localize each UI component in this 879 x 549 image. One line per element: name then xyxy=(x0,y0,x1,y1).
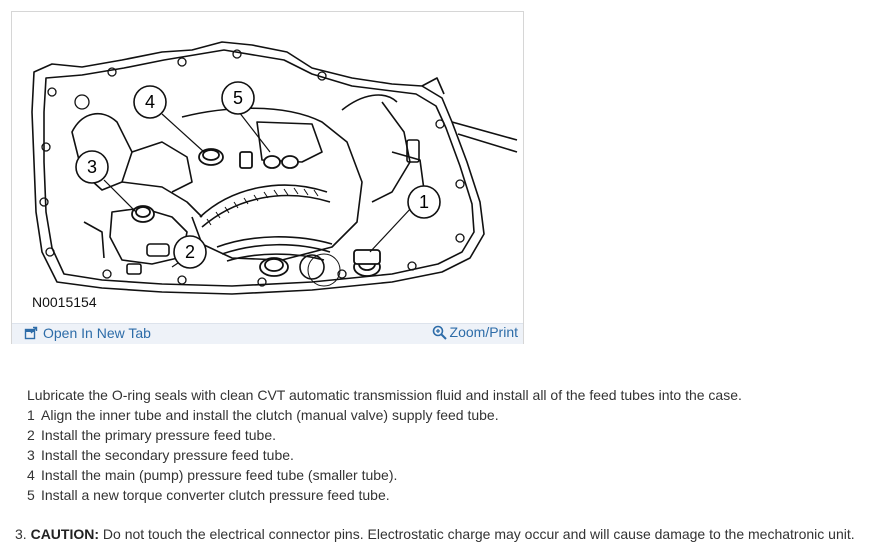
svg-text:5: 5 xyxy=(233,88,243,108)
figure-id-label: N0015154 xyxy=(32,294,97,310)
list-item: 1 Align the inner tube and install the cl… xyxy=(27,405,742,425)
open-in-new-tab-label: Open In New Tab xyxy=(43,325,151,341)
svg-text:1: 1 xyxy=(419,192,429,212)
callout-1: 1 xyxy=(407,185,441,219)
step-text: Align the inner tube and install the clu… xyxy=(41,407,499,423)
zoom-print-label: Zoom/Print xyxy=(449,324,518,340)
step-number: 3 xyxy=(27,447,35,463)
open-in-new-tab-link[interactable]: Open In New Tab xyxy=(24,325,151,341)
svg-text:4: 4 xyxy=(145,92,155,112)
magnifier-icon xyxy=(432,325,447,340)
callout-5: 5 xyxy=(221,81,255,115)
zoom-print-link[interactable]: Zoom/Print xyxy=(432,324,518,340)
instruction-intro: Lubricate the O-ring seals with clean CV… xyxy=(27,387,742,403)
transmission-case-illustration[interactable]: 4 5 3 2 1 N0015154 xyxy=(12,12,525,323)
caution-note: 3. CAUTION: Do not touch the electrical … xyxy=(15,525,855,543)
step-text: Install the secondary pressure feed tube… xyxy=(41,447,294,463)
callout-4: 4 xyxy=(133,85,167,119)
open-external-icon xyxy=(24,326,38,340)
callout-2: 2 xyxy=(173,235,207,269)
caution-text: Do not touch the electrical connector pi… xyxy=(102,526,855,542)
list-item: 2 Install the primary pressure feed tube. xyxy=(27,425,742,445)
step-number: 4 xyxy=(27,467,35,483)
step-number: 5 xyxy=(27,487,35,503)
step-number: 1 xyxy=(27,407,35,423)
figure-toolbar: Open In New Tab Zoom/Print xyxy=(12,323,523,344)
step-text: Install a new torque converter clutch pr… xyxy=(41,487,390,503)
caution-label: CAUTION: xyxy=(30,526,100,542)
svg-text:3: 3 xyxy=(87,157,97,177)
step-text: Install the primary pressure feed tube. xyxy=(41,427,277,443)
step-list: 1 Align the inner tube and install the cl… xyxy=(27,405,742,505)
step-text: Install the main (pump) pressure feed tu… xyxy=(41,467,398,483)
list-item: 4 Install the main (pump) pressure feed t… xyxy=(27,465,742,485)
callout-3: 3 xyxy=(75,150,109,184)
step-number: 2 xyxy=(27,427,35,443)
svg-text:2: 2 xyxy=(185,242,195,262)
list-item: 3 Install the secondary pressure feed tub… xyxy=(27,445,742,465)
instruction-block: Lubricate the O-ring seals with clean CV… xyxy=(27,385,742,505)
caution-number: 3. xyxy=(15,526,27,542)
figure-card: 4 5 3 2 1 N0015154 xyxy=(11,11,524,344)
list-item: 5 Install a new torque converter clutch p… xyxy=(27,485,742,505)
